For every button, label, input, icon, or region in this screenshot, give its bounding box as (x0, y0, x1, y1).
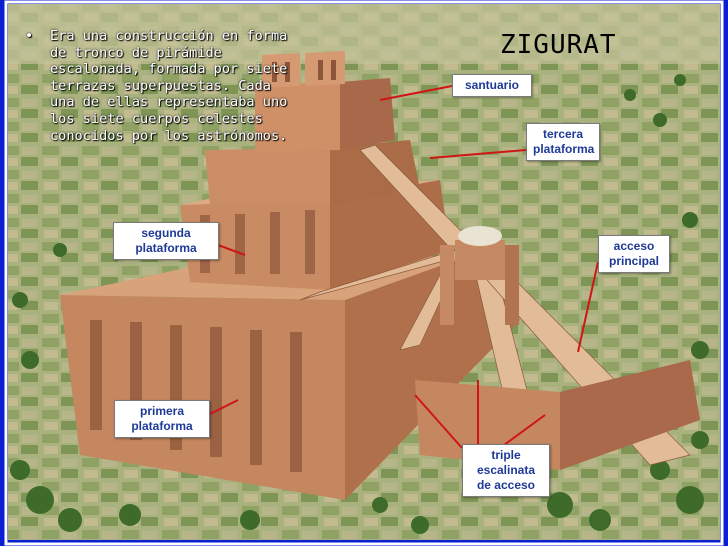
label-primera-plataforma: primera plataforma (114, 400, 210, 438)
slide-title: ZIGURAT (500, 30, 617, 60)
label-segunda-plataforma: segunda plataforma (113, 222, 219, 260)
label-santuario: santuario (452, 74, 532, 97)
body-text: Era una construcción en forma de tronco … (50, 28, 315, 144)
label-triple-escalinata: triple escalinata de acceso (462, 444, 550, 497)
body-text-block: • Era una construcción en forma de tronc… (25, 28, 315, 144)
bullet-marker: • (25, 28, 33, 45)
label-tercera-plataforma: tercera plataforma (526, 123, 600, 161)
label-acceso-principal: acceso principal (598, 235, 670, 273)
